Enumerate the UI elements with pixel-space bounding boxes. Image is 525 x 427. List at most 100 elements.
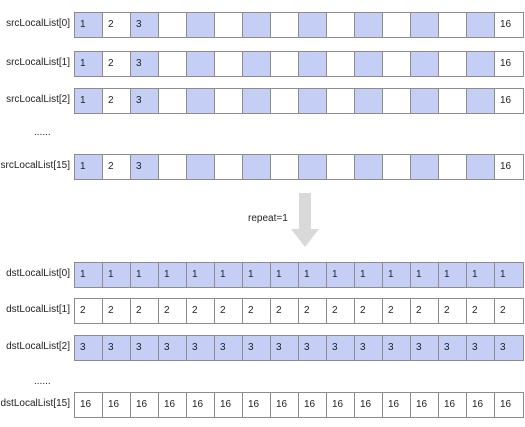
grid-cell: 3	[131, 13, 159, 37]
grid-cell	[299, 13, 327, 37]
grid-cell	[467, 155, 495, 179]
grid-cell: 2	[103, 155, 131, 179]
grid-cell	[159, 89, 187, 113]
grid-cell: 1	[75, 155, 103, 179]
grid-cell: 16	[271, 393, 299, 417]
grid-cell: 16	[495, 155, 523, 179]
grid-cell: 16	[327, 393, 355, 417]
grid-cell	[299, 52, 327, 76]
grid-cell: 2	[271, 299, 299, 323]
grid-cell: 3	[215, 336, 243, 360]
repeat-label: repeat=1	[248, 213, 288, 224]
grid-cell: 16	[439, 393, 467, 417]
grid-cell	[271, 155, 299, 179]
grid-cell	[243, 13, 271, 37]
grid-cell	[215, 89, 243, 113]
grid-cell	[187, 13, 215, 37]
grid-cell: 16	[383, 393, 411, 417]
grid-cell: 1	[75, 263, 103, 287]
grid-cell: 3	[411, 336, 439, 360]
down-arrow-icon	[291, 193, 319, 247]
grid-cell: 2	[187, 299, 215, 323]
grid-cell: 16	[243, 393, 271, 417]
grid-cell: 3	[299, 336, 327, 360]
grid-cell: 3	[159, 336, 187, 360]
grid-cell: 16	[187, 393, 215, 417]
grid-cell	[271, 52, 299, 76]
grid-cell: 2	[75, 299, 103, 323]
grid-cell: 16	[495, 13, 523, 37]
grid-cell: 16	[411, 393, 439, 417]
grid-cell	[411, 89, 439, 113]
grid-cell: 16	[467, 393, 495, 417]
grid-cell: 3	[103, 336, 131, 360]
grid-cell: 1	[75, 89, 103, 113]
grid-cell	[383, 89, 411, 113]
grid-cell	[187, 52, 215, 76]
grid-cell: 1	[103, 263, 131, 287]
grid-cell: 16	[103, 393, 131, 417]
grid-cell: 2	[411, 299, 439, 323]
grid-cell	[327, 52, 355, 76]
grid-cell	[327, 155, 355, 179]
grid-cell	[439, 13, 467, 37]
grid-cell: 1	[75, 52, 103, 76]
grid-cell	[355, 89, 383, 113]
grid-cell	[411, 52, 439, 76]
grid-cell	[187, 89, 215, 113]
grid-cell	[215, 13, 243, 37]
grid-cell: 2	[103, 13, 131, 37]
grid-cell	[299, 155, 327, 179]
grid-cell	[243, 155, 271, 179]
grid-cell: 2	[103, 89, 131, 113]
grid-cell	[327, 89, 355, 113]
src-ellipsis: ......	[34, 127, 51, 138]
grid-cell: 2	[327, 299, 355, 323]
grid-cell	[159, 155, 187, 179]
grid-cell	[187, 155, 215, 179]
grid-cell: 2	[131, 299, 159, 323]
grid-cell	[467, 52, 495, 76]
grid-cell: 3	[495, 336, 523, 360]
grid-cell: 1	[187, 263, 215, 287]
grid-cell: 3	[271, 336, 299, 360]
grid-cell	[439, 155, 467, 179]
grid-cell: 16	[495, 89, 523, 113]
grid-cell	[215, 52, 243, 76]
grid-cell	[327, 13, 355, 37]
grid-cell: 16	[159, 393, 187, 417]
grid-cell: 3	[131, 89, 159, 113]
dst-row-2-label: dstLocalList[2]	[6, 341, 70, 352]
grid-cell: 2	[495, 299, 523, 323]
grid-cell	[215, 155, 243, 179]
src-row-2-label: srcLocalList[2]	[6, 94, 70, 105]
grid-cell: 1	[271, 263, 299, 287]
grid-cell: 1	[75, 13, 103, 37]
grid-cell: 16	[299, 393, 327, 417]
grid-cell	[271, 89, 299, 113]
grid-cell: 2	[299, 299, 327, 323]
grid-cell: 1	[327, 263, 355, 287]
grid-cell	[299, 89, 327, 113]
grid-cell: 1	[383, 263, 411, 287]
grid-cell: 1	[355, 263, 383, 287]
grid-cell: 2	[355, 299, 383, 323]
grid-cell	[439, 52, 467, 76]
grid-cell	[355, 155, 383, 179]
grid-cell: 1	[159, 263, 187, 287]
grid-cell: 3	[467, 336, 495, 360]
grid-cell: 1	[411, 263, 439, 287]
grid-cell	[411, 155, 439, 179]
grid-cell: 3	[243, 336, 271, 360]
grid-cell	[439, 89, 467, 113]
grid-cell: 2	[467, 299, 495, 323]
grid-cell	[243, 52, 271, 76]
grid-cell	[383, 155, 411, 179]
grid-cell	[383, 13, 411, 37]
grid-cell	[383, 52, 411, 76]
grid-cell: 16	[495, 393, 523, 417]
